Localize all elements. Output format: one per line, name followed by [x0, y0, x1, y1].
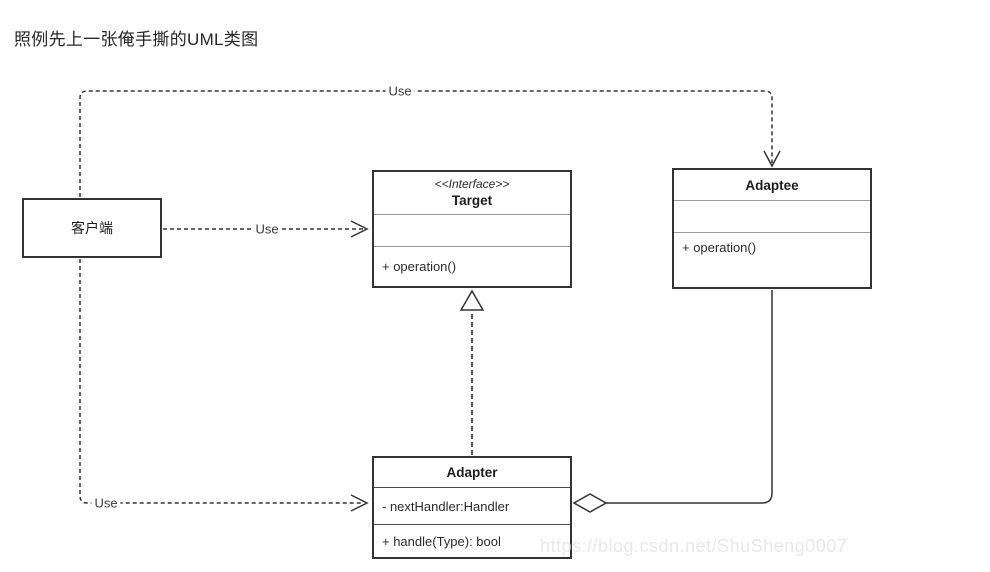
- aggregation-edge-adapter-adaptee: [606, 290, 773, 504]
- adaptee-attributes-section: [674, 200, 870, 232]
- target-class-header: <<Interface>> Target: [374, 172, 570, 214]
- watermark-text: https://blog.csdn.net/ShuSheng0007: [540, 536, 848, 556]
- adapter-class-box: Adapter - nextHandler:Handler + handle(T…: [372, 456, 572, 559]
- adapter-class-header: Adapter: [374, 458, 570, 487]
- hollow-triangle-arrowhead: [459, 289, 485, 311]
- interface-stereotype: <<Interface>>: [434, 177, 510, 191]
- target-class-box: <<Interface>> Target + operation(): [372, 170, 572, 288]
- hollow-diamond-aggregation: [572, 493, 608, 513]
- client-class-box: 客户端: [22, 198, 162, 258]
- adaptee-class-header: Adaptee: [674, 170, 870, 200]
- open-arrowhead-into-adaptee: [763, 150, 781, 168]
- adapter-class-name: Adapter: [446, 465, 498, 480]
- page-title: 照例先上一张俺手撕的UML类图: [14, 30, 259, 49]
- adaptee-class-name: Adaptee: [745, 177, 799, 193]
- open-arrowhead-into-target: [350, 220, 369, 238]
- use-label-top: Use: [385, 83, 415, 99]
- target-attributes-section: [374, 214, 570, 246]
- use-label-middle: Use: [252, 221, 282, 237]
- client-class-name: 客户端: [71, 220, 113, 236]
- target-methods-section: + operation(): [374, 246, 570, 286]
- open-arrowhead-into-adapter: [350, 494, 369, 512]
- adapter-methods-section: + handle(Type): bool: [374, 524, 570, 557]
- adaptee-methods-section: + operation(): [674, 232, 870, 287]
- dependency-edge-client-adapter: [79, 259, 363, 504]
- adaptee-class-box: Adaptee + operation(): [672, 168, 872, 289]
- use-label-bottom: Use: [91, 495, 121, 511]
- target-class-name: Target: [451, 193, 493, 208]
- adapter-attributes-section: - nextHandler:Handler: [374, 487, 570, 524]
